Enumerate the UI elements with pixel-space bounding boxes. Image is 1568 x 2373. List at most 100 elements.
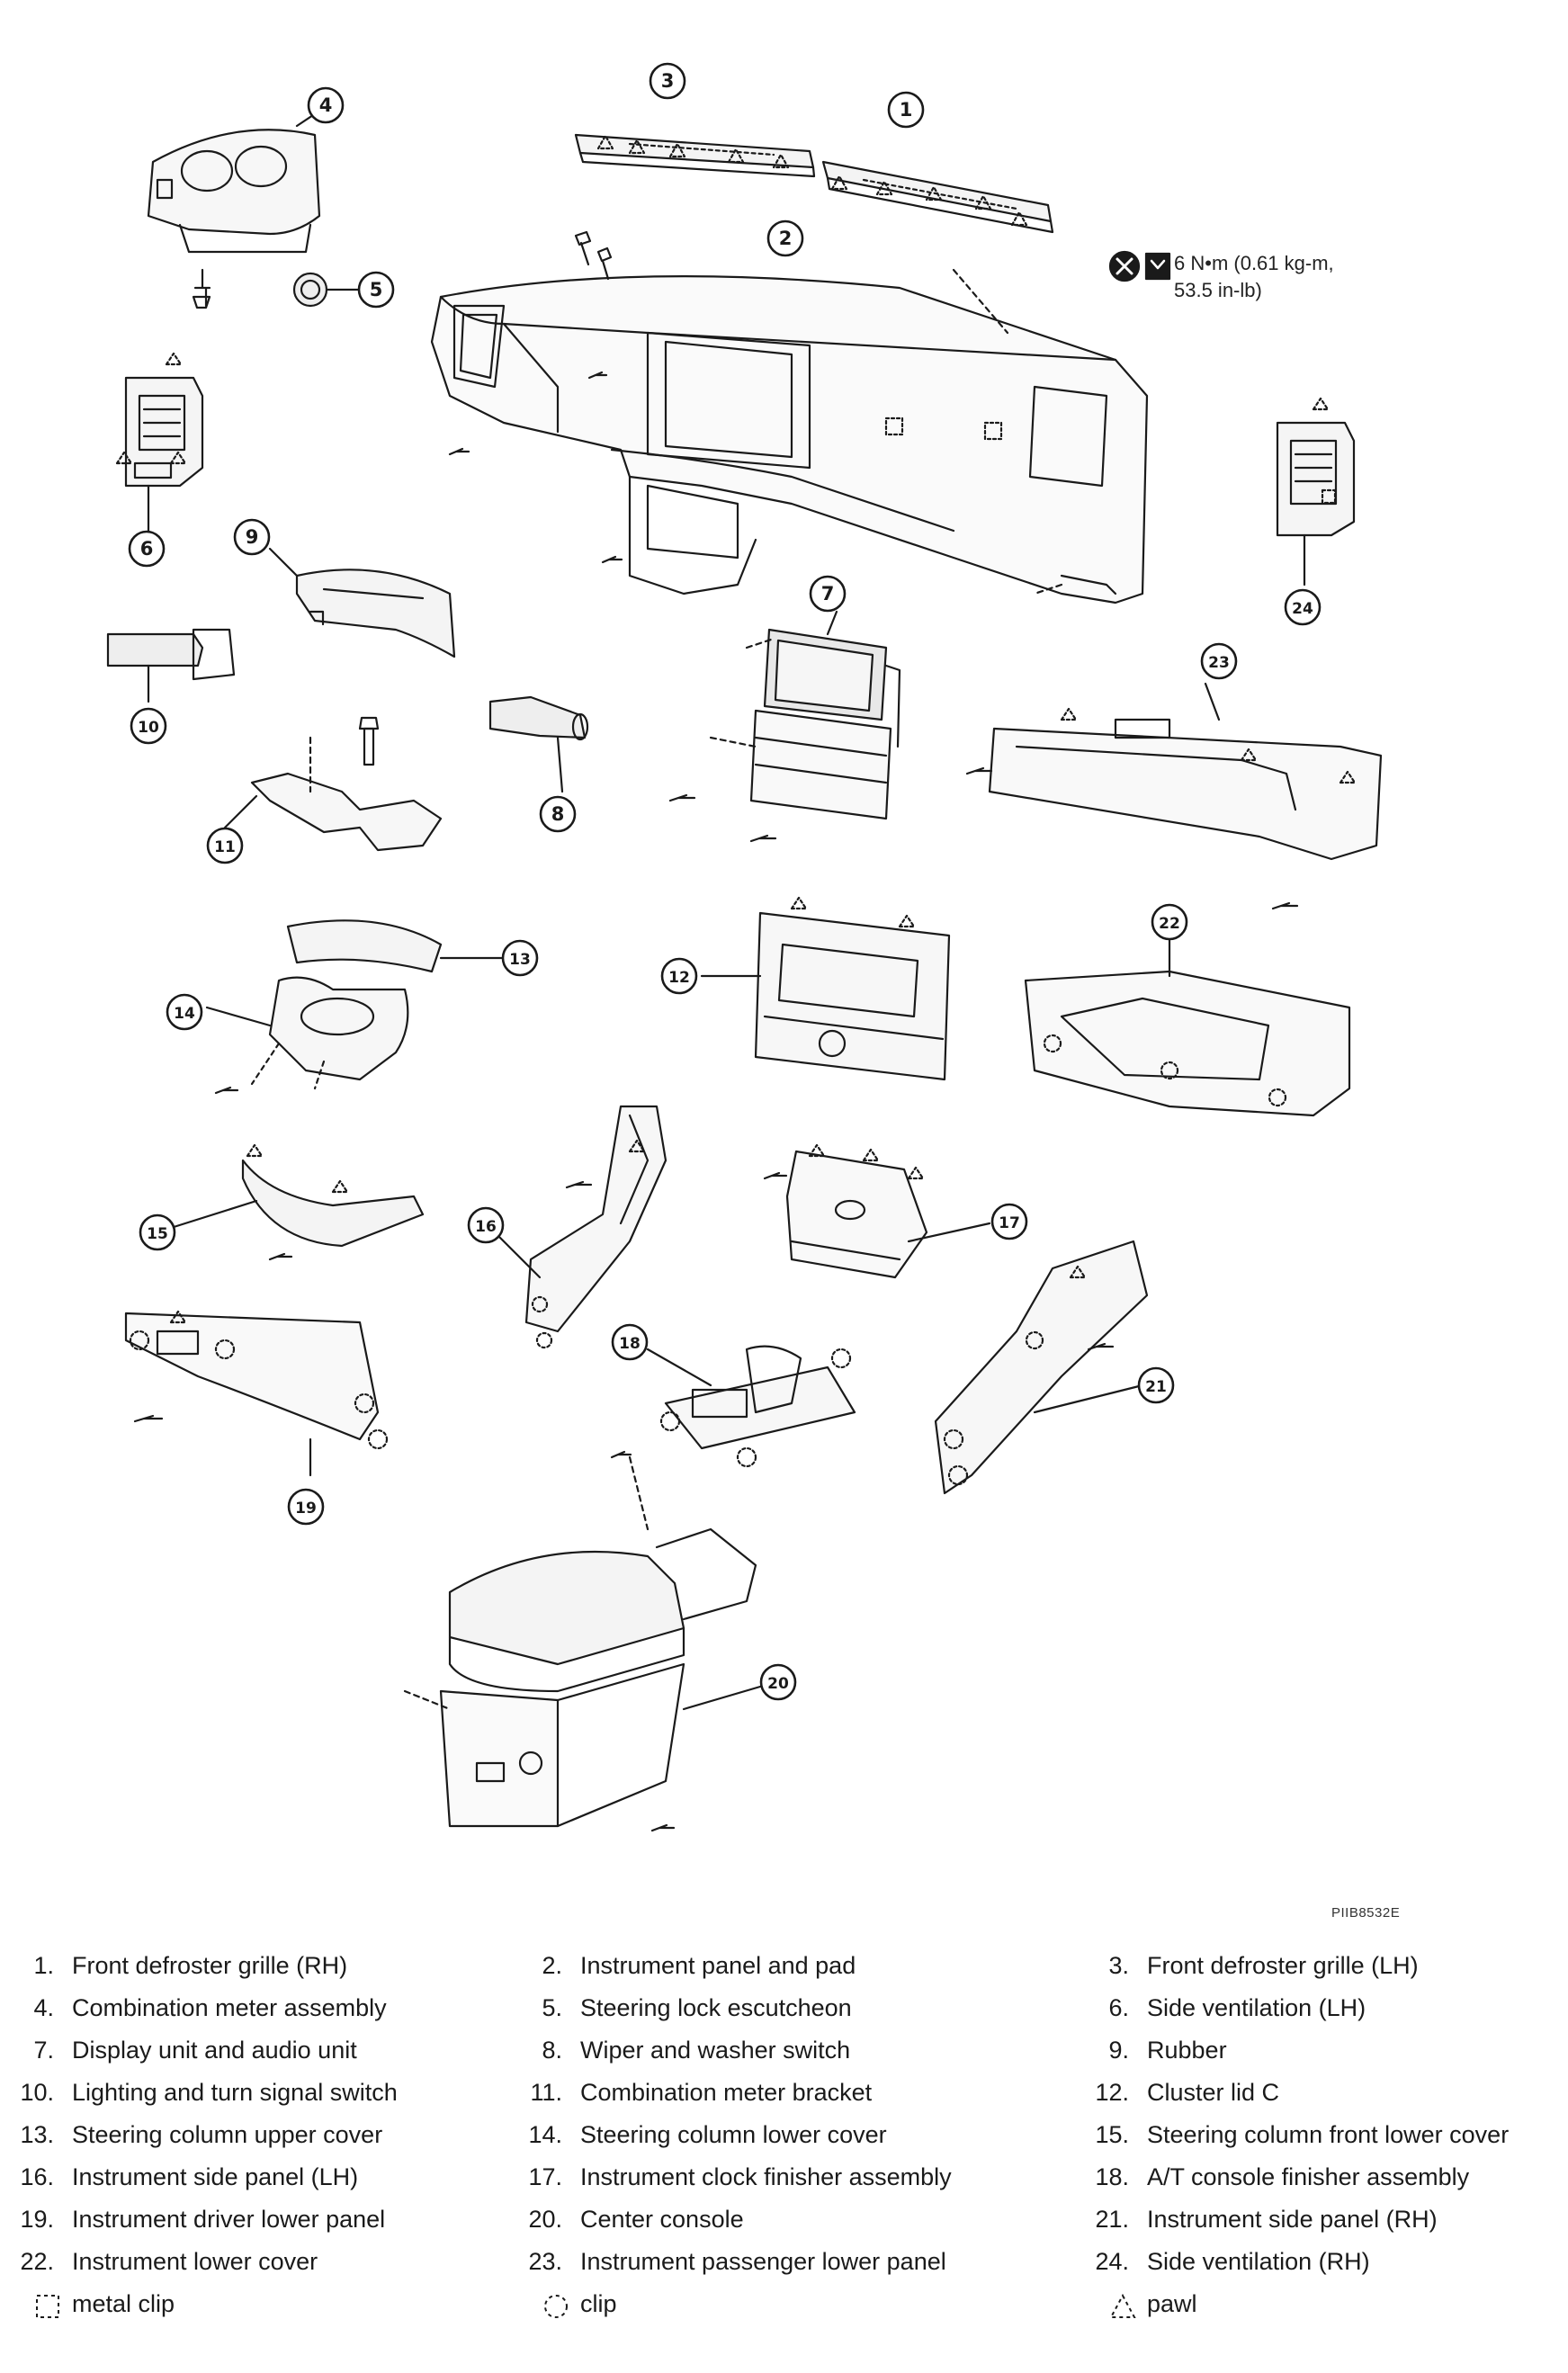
callout-1: 1: [887, 91, 925, 129]
torque-spec: 6 N•m (0.61 kg-m, 53.5 in-lb): [1174, 250, 1334, 304]
callout-4: 4: [307, 86, 345, 124]
part-combination-meter-bracket: [223, 716, 443, 852]
callout-10: 10: [130, 707, 167, 745]
legend-number: 12.: [1095, 2079, 1129, 2106]
callout-number: 18: [619, 1335, 641, 1353]
callout-number: 17: [999, 1214, 1020, 1232]
legend-label: Steering lock escutcheon: [580, 1994, 852, 2021]
callout-18: 18: [611, 1323, 649, 1361]
callout-19: 19: [287, 1488, 325, 1526]
callout-24: 24: [1284, 588, 1322, 626]
callout-number: 1: [900, 99, 913, 121]
legend-number: 19.: [20, 2206, 54, 2233]
legend-label: Instrument driver lower panel: [72, 2206, 386, 2233]
legend-label: Instrument side panel (LH): [72, 2163, 359, 2190]
legend-number: 14.: [528, 2121, 562, 2148]
callout-number: 23: [1208, 654, 1230, 672]
part-instrument-panel-and-pad: [430, 230, 1149, 604]
part-steering-column-upper-cover: [286, 919, 506, 973]
torque-spec-line1: 6 N•m (0.61 kg-m,: [1174, 252, 1334, 274]
callout-number: 9: [246, 526, 259, 548]
part-steering-column-lower-cover: [205, 976, 409, 1095]
legend-symbol-label: clip: [580, 2290, 617, 2317]
callout-number: 13: [509, 951, 531, 969]
part-instrument-lower-cover: [1024, 934, 1351, 1117]
legend-label: Side ventilation (RH): [1147, 2248, 1370, 2275]
legend-number: 3.: [1108, 1952, 1129, 1979]
callout-13: 13: [501, 939, 539, 977]
legend-label: Instrument side panel (RH): [1147, 2206, 1438, 2233]
part-instrument-side-panel-rh: [934, 1240, 1149, 1495]
part-front-defroster-grille-lh: [574, 133, 816, 178]
legend-label: Lighting and turn signal switch: [72, 2079, 398, 2106]
torque-spec-line2: 53.5 in-lb): [1174, 279, 1262, 301]
part-display-audio-unit: [668, 610, 901, 843]
part-wiper-washer-switch: [488, 695, 589, 793]
part-instrument-side-panel-lh: [493, 1105, 668, 1349]
legend-label: Combination meter bracket: [580, 2079, 873, 2106]
torque-icons: [1108, 250, 1171, 282]
legend-number: 18.: [1095, 2163, 1129, 2190]
legend-label: Wiper and washer switch: [580, 2037, 851, 2064]
callout-8: 8: [539, 795, 577, 833]
callout-number: 6: [140, 538, 154, 560]
callout-number: 5: [370, 279, 383, 300]
legend-label: Instrument passenger lower panel: [580, 2248, 946, 2275]
legend-number: 22.: [20, 2248, 54, 2275]
legend-number: 20.: [528, 2206, 562, 2233]
callout-number: 24: [1292, 600, 1313, 618]
legend-label: Instrument clock finisher assembly: [580, 2163, 952, 2190]
callout-number: 16: [475, 1218, 497, 1236]
legend-number: 13.: [20, 2121, 54, 2148]
callout-number: 21: [1145, 1378, 1167, 1396]
callout-12: 12: [660, 957, 698, 995]
pawl-icon: [1109, 2293, 1136, 2318]
legend-number: 9.: [1108, 2037, 1129, 2064]
legend-label: Side ventilation (LH): [1147, 1994, 1366, 2021]
callout-number: 19: [295, 1500, 317, 1518]
legend-label: Rubber: [1147, 2037, 1227, 2064]
callout-21: 21: [1137, 1366, 1175, 1404]
callout-number: 14: [174, 1005, 195, 1023]
legend-number: 24.: [1095, 2248, 1129, 2275]
callout-11: 11: [206, 827, 244, 864]
part-combination-meter-assembly: [147, 106, 326, 309]
callout-number: 3: [661, 70, 675, 92]
part-cluster-lid-c: [700, 896, 951, 1081]
callout-number: 22: [1159, 915, 1180, 933]
figure-code: PIIB8532E: [1331, 1905, 1401, 1921]
legend-number: 23.: [528, 2248, 562, 2275]
callout-2: 2: [766, 219, 804, 257]
callout-22: 22: [1151, 903, 1188, 941]
clip-icon: [544, 2295, 568, 2318]
callout-14: 14: [166, 993, 203, 1031]
legend-number: 2.: [542, 1952, 562, 1979]
legend-number: 5.: [542, 1994, 562, 2021]
part-side-ventilation-lh: [115, 352, 204, 533]
part-steering-column-front-lower-cover: [169, 1143, 425, 1261]
legend-label: Instrument panel and pad: [580, 1952, 856, 1979]
part-rubber: [268, 547, 456, 658]
callout-9: 9: [233, 518, 271, 556]
legend-number: 15.: [1095, 2121, 1129, 2148]
legend-number: 1.: [33, 1952, 54, 1979]
callout-number: 20: [767, 1675, 789, 1693]
callout-20: 20: [759, 1663, 797, 1701]
callout-3: 3: [649, 62, 686, 100]
callout-number: 4: [319, 94, 333, 116]
legend-label: Steering column front lower cover: [1147, 2121, 1510, 2148]
callout-number: 15: [147, 1225, 168, 1243]
callout-6: 6: [128, 530, 166, 568]
callout-23: 23: [1200, 642, 1238, 680]
legend-label: Steering column upper cover: [72, 2121, 383, 2148]
legend-label: Front defroster grille (LH): [1147, 1952, 1419, 1979]
callout-number: 7: [821, 583, 835, 604]
callout-number: 2: [779, 228, 793, 249]
part-front-defroster-grille-rh: [821, 160, 1054, 234]
part-steering-lock-escutcheon: [292, 272, 362, 308]
legend-label: Combination meter assembly: [72, 1994, 387, 2021]
part-lighting-turn-signal-switch: [106, 628, 236, 703]
callout-17: 17: [990, 1203, 1028, 1240]
